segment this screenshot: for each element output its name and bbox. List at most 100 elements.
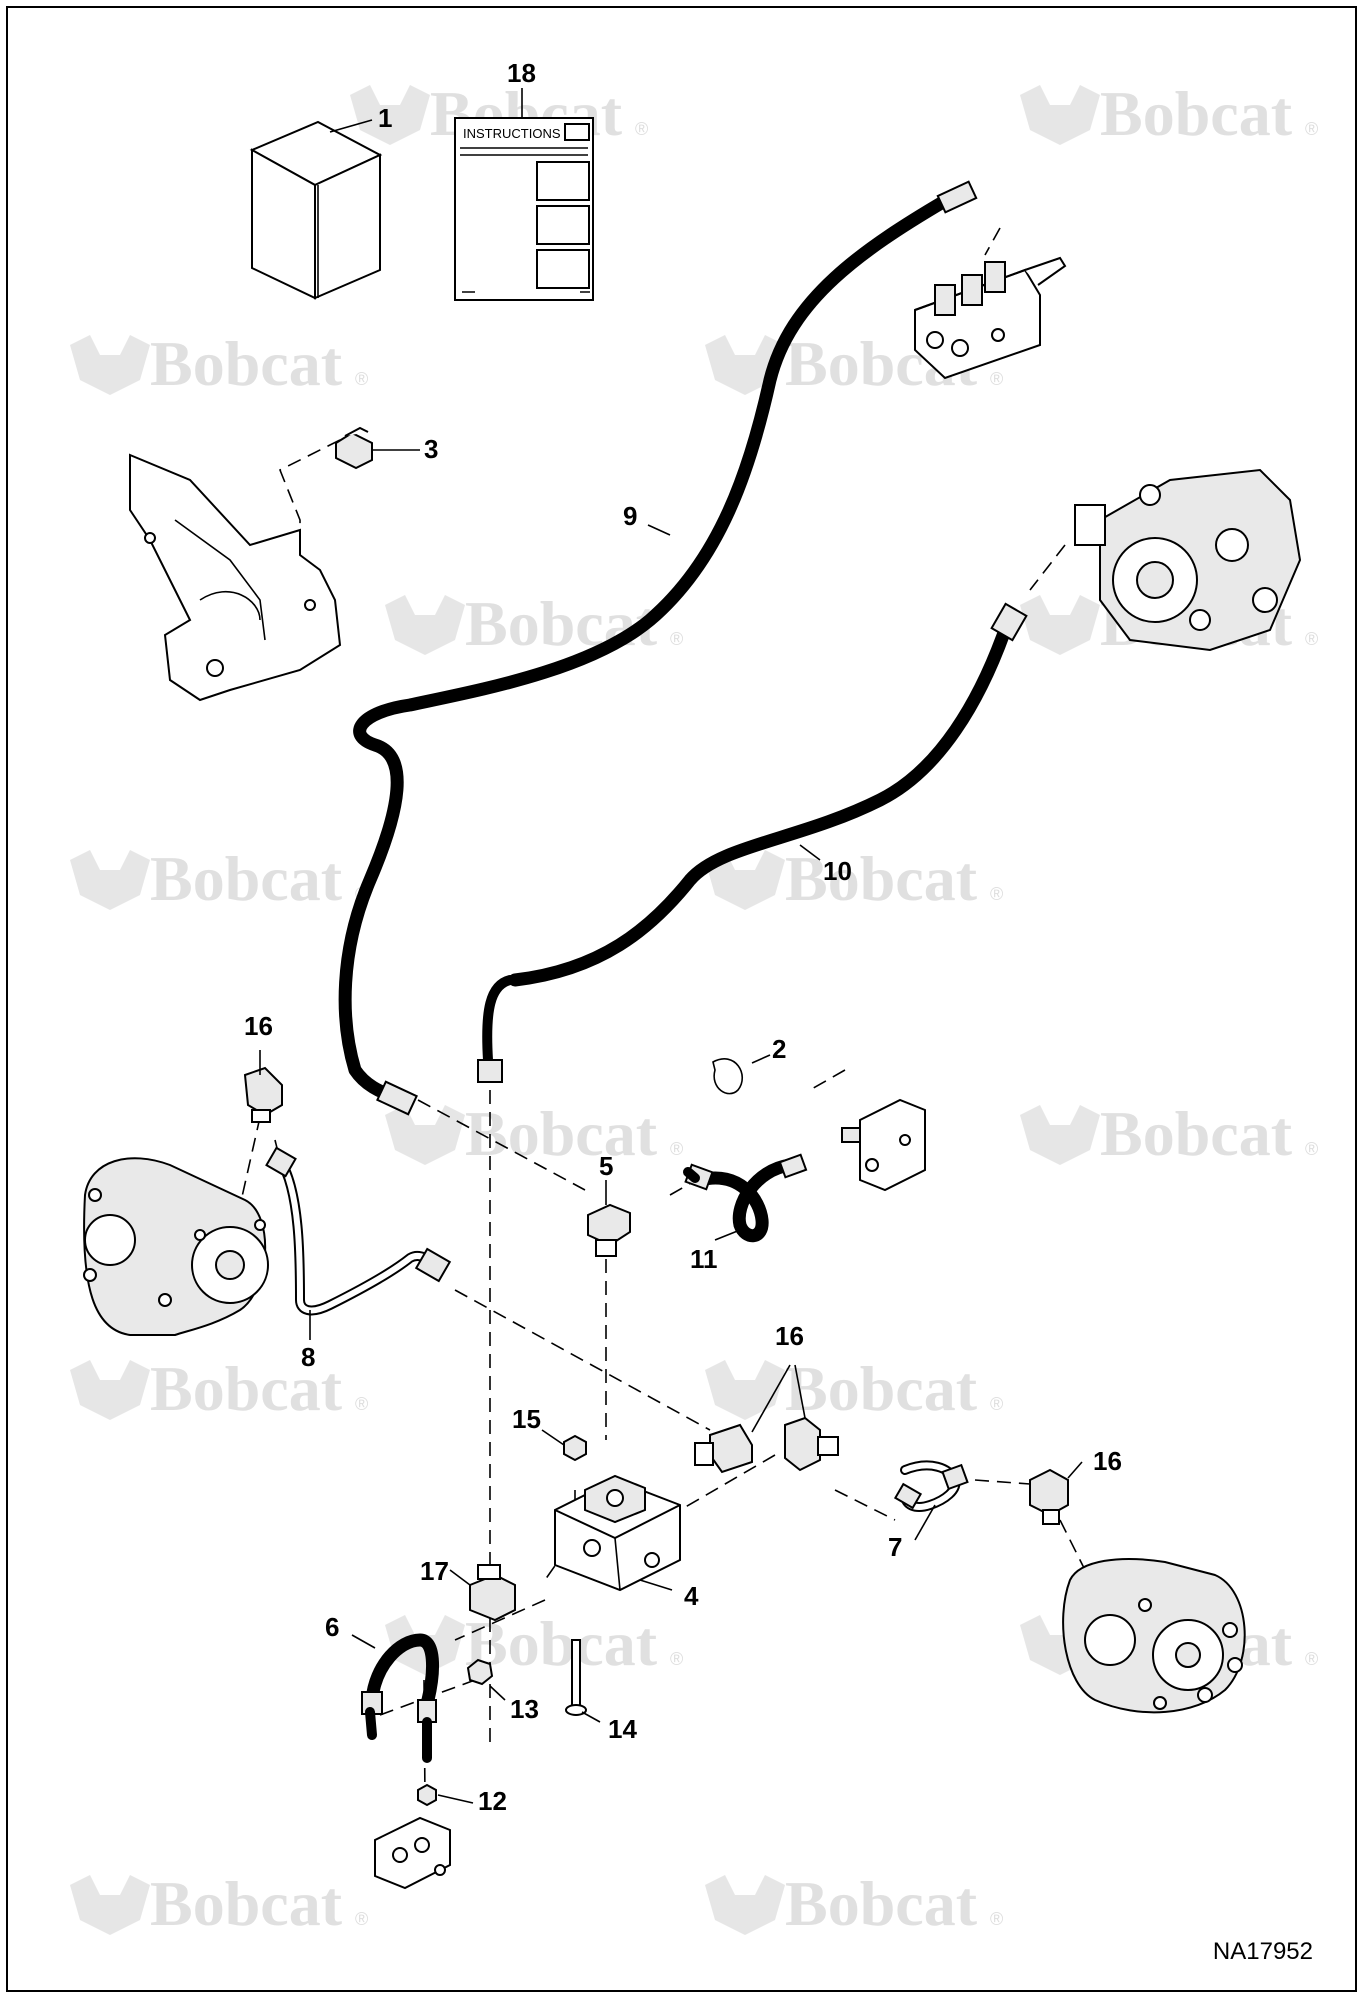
control-valve-upper bbox=[914, 256, 1067, 380]
callout-leaders bbox=[259, 88, 1083, 1804]
part-17-elbow bbox=[469, 1564, 516, 1622]
part-8-steel-line bbox=[265, 1146, 452, 1316]
callout-16-right: 16 bbox=[1093, 1446, 1122, 1476]
part-14-bolt bbox=[565, 1639, 587, 1716]
bobcat-watermark: Bobcat ® bbox=[705, 843, 1003, 914]
part-4-manifold-block bbox=[554, 1474, 681, 1592]
callout-12: 12 bbox=[478, 1786, 507, 1816]
watermark-registered-mark: ® bbox=[990, 1909, 1003, 1929]
watermark-text: Bobcat bbox=[465, 588, 658, 659]
callout-18: 18 bbox=[507, 58, 536, 88]
bobcat-watermark: Bobcat ® bbox=[70, 1353, 368, 1424]
bobcat-logo-icon bbox=[70, 335, 150, 395]
mounting-bracket bbox=[129, 453, 342, 702]
watermark-registered-mark: ® bbox=[355, 1394, 368, 1414]
callout-17: 17 bbox=[420, 1556, 449, 1586]
callout-5: 5 bbox=[599, 1151, 613, 1181]
bobcat-logo-icon bbox=[705, 850, 785, 910]
callout-10: 10 bbox=[823, 856, 852, 886]
bobcat-logo-icon bbox=[385, 1105, 465, 1165]
part-2-tie-strap bbox=[712, 1058, 744, 1095]
callout-9: 9 bbox=[623, 501, 637, 531]
part-12-fitting bbox=[417, 1783, 437, 1807]
watermark-text: Bobcat bbox=[1100, 1098, 1293, 1169]
part-18-instructions-sheet: INSTRUCTIONS bbox=[454, 117, 594, 301]
watermark-registered-mark: ® bbox=[635, 119, 648, 139]
watermark-text: Bobcat bbox=[150, 1353, 343, 1424]
callout-15: 15 bbox=[512, 1404, 541, 1434]
callout-14: 14 bbox=[608, 1714, 637, 1744]
callout-3: 3 bbox=[424, 434, 438, 464]
bobcat-logo-icon bbox=[350, 85, 430, 145]
part-16-elbow-left bbox=[243, 1066, 283, 1123]
watermark-registered-mark: ® bbox=[1305, 1649, 1318, 1669]
bobcat-watermark: Bobcat ® bbox=[385, 1098, 683, 1169]
watermark-registered-mark: ® bbox=[990, 884, 1003, 904]
bobcat-logo-icon bbox=[70, 1875, 150, 1935]
callout-7: 7 bbox=[888, 1532, 902, 1562]
watermark-registered-mark: ® bbox=[670, 1649, 683, 1669]
callout-16-left: 16 bbox=[244, 1011, 273, 1041]
watermark-text: Bobcat bbox=[150, 328, 343, 399]
callout-11: 11 bbox=[690, 1244, 718, 1274]
bobcat-watermark: Bobcat ® bbox=[705, 1868, 1003, 1939]
part-6-hose bbox=[361, 1633, 439, 1763]
watermark-text: Bobcat bbox=[150, 1868, 343, 1939]
bobcat-watermark: Bobcat ® bbox=[1020, 1098, 1318, 1169]
watermark-registered-mark: ® bbox=[990, 369, 1003, 389]
bobcat-watermark: Bobcat ® bbox=[1020, 78, 1318, 149]
part-15-nut bbox=[563, 1434, 587, 1462]
drive-motor-left bbox=[83, 1157, 269, 1336]
hydrostatic-pump bbox=[1074, 468, 1302, 652]
bobcat-logo-icon bbox=[705, 1360, 785, 1420]
part-7-steel-line bbox=[893, 1460, 969, 1512]
bobcat-watermark: Bobcat ® bbox=[705, 1353, 1003, 1424]
part-16-elbow-middle-b bbox=[784, 1416, 839, 1472]
instructions-label: INSTRUCTIONS bbox=[463, 126, 561, 141]
callout-4: 4 bbox=[684, 1581, 699, 1611]
part-11-hose bbox=[683, 1153, 808, 1243]
callout-6: 6 bbox=[325, 1612, 339, 1642]
watermark-text: Bobcat bbox=[1100, 78, 1293, 149]
callout-16-middle: 16 bbox=[775, 1321, 804, 1351]
bobcat-logo-icon bbox=[385, 595, 465, 655]
figure-id: NA17952 bbox=[1212, 1938, 1313, 1965]
watermark-registered-mark: ® bbox=[1305, 629, 1318, 649]
bobcat-logo-icon bbox=[70, 850, 150, 910]
bobcat-watermark: Bobcat ® bbox=[385, 588, 683, 659]
part-9-hose bbox=[338, 180, 978, 1116]
diagram-frame bbox=[6, 6, 1357, 1992]
watermark-registered-mark: ® bbox=[1305, 119, 1318, 139]
watermark-registered-mark: ® bbox=[990, 1394, 1003, 1414]
watermark-text: Bobcat bbox=[785, 843, 978, 914]
part-3-connector bbox=[335, 426, 373, 470]
part-1-box bbox=[249, 120, 383, 300]
bobcat-logo-icon bbox=[1020, 595, 1100, 655]
watermark-text: Bobcat bbox=[785, 1353, 978, 1424]
watermark-registered-mark: ® bbox=[355, 369, 368, 389]
small-valve-lower bbox=[374, 1816, 451, 1890]
callout-8: 8 bbox=[301, 1342, 315, 1372]
watermark-text: Bobcat bbox=[150, 843, 343, 914]
callout-2: 2 bbox=[772, 1034, 786, 1064]
callout-13: 13 bbox=[510, 1694, 539, 1724]
part-10-hose bbox=[477, 602, 1028, 1083]
watermark-registered-mark: ® bbox=[1305, 1139, 1318, 1159]
part-5-tee-fitting bbox=[587, 1203, 631, 1257]
drive-motor-right bbox=[1062, 1558, 1246, 1714]
part-16-adapter-middle-a bbox=[694, 1423, 753, 1474]
watermark-registered-mark: ® bbox=[670, 1139, 683, 1159]
small-valve-block bbox=[841, 1098, 926, 1192]
watermark-text: Bobcat bbox=[785, 1868, 978, 1939]
bobcat-watermark: Bobcat® bbox=[70, 843, 368, 914]
callout-labels: 1 18 3 9 10 2 16 5 11 8 15 16 16 7 4 17 … bbox=[244, 58, 1122, 1816]
bobcat-watermark: Bobcat® bbox=[70, 1868, 368, 1939]
callout-1: 1 bbox=[378, 103, 392, 133]
bobcat-logo-icon bbox=[1020, 85, 1100, 145]
watermark-registered-mark: ® bbox=[670, 629, 683, 649]
part-16-elbow-right bbox=[1029, 1468, 1069, 1525]
watermark-text: Bobcat bbox=[465, 1098, 658, 1169]
bobcat-watermark: Bobcat ® bbox=[70, 328, 368, 399]
bobcat-logo-icon bbox=[705, 1875, 785, 1935]
